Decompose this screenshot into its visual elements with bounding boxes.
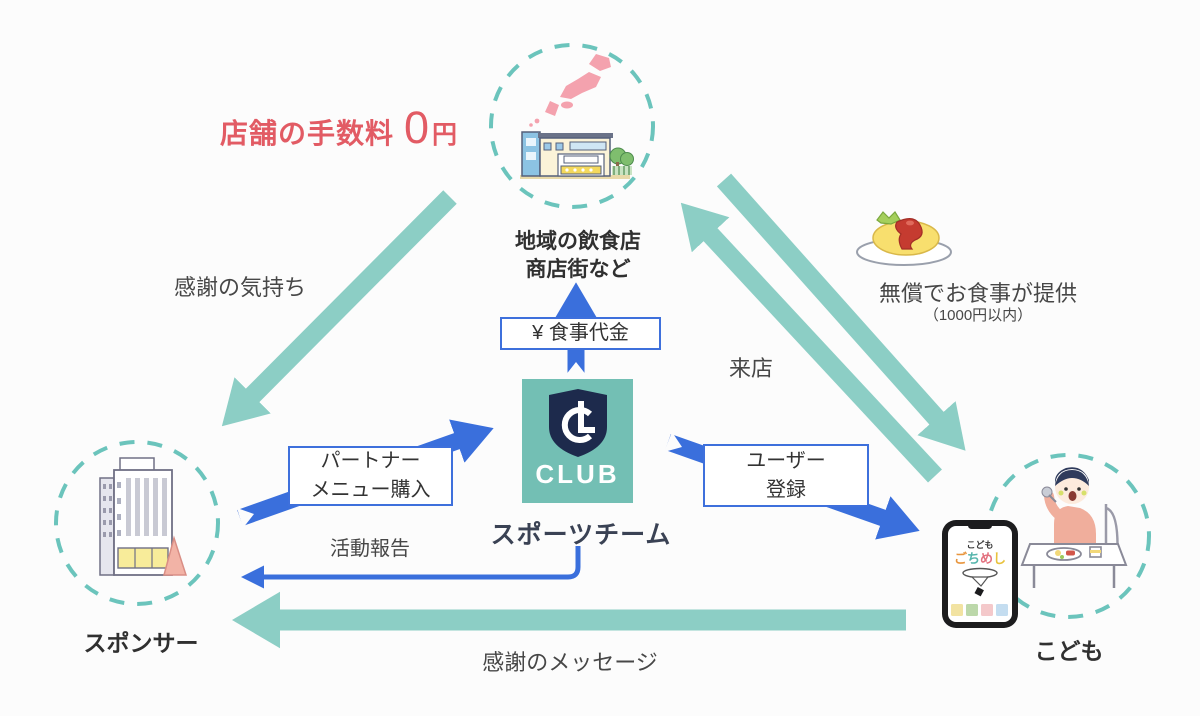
user-arrow-tail-notch [664, 432, 682, 452]
restaurant-circle [489, 43, 655, 209]
user-registration-line1: ユーザー [746, 449, 826, 472]
sponsor-building-icon [99, 457, 188, 576]
gratitude-arrow [221, 190, 457, 427]
free-meal-note: （1000円以内） [923, 307, 1033, 324]
restaurant-label-line1: 地域の飲食店 [515, 230, 641, 253]
sponsor-node-label: スポンサー [83, 630, 199, 656]
user-registration-line2: 登録 [766, 478, 806, 501]
fee-banner-prefix: 店舗の手数料 [220, 118, 395, 149]
fee-banner-amount: 0 [404, 102, 430, 153]
activity-report-label: 活動報告 [330, 538, 410, 560]
thanks-message-label: 感謝のメッセージ [482, 650, 658, 675]
club-wordmark: CLUB [535, 459, 620, 489]
meal-payment-box: ¥ 食事代金 [500, 317, 661, 350]
zero-fee-banner: 店舗の手数料 0 円 [220, 102, 457, 154]
partner-menu-line2: メニュー購入 [310, 479, 431, 501]
sports-team-logo: CLUB [522, 379, 633, 503]
restaurant-building-icon [520, 131, 634, 179]
free-meal-label: 無償でお食事が提供 [878, 281, 1078, 306]
restaurant-label-line2: 商店街など [525, 258, 631, 282]
team-node-label: スポーツチーム [490, 521, 672, 549]
japan-map-icon [529, 54, 611, 127]
partner-arrow-tail-notch [237, 508, 254, 528]
partner-menu-box: パートナー メニュー購入 [288, 446, 453, 506]
visit-label: 来店 [729, 356, 774, 381]
app-phone-icon: こども ごちめし [942, 520, 1018, 628]
omurice-icon [856, 211, 952, 266]
phone-app-line1: こども [966, 539, 993, 550]
free-meal-arrow [716, 173, 966, 451]
visit-arrow [680, 202, 942, 483]
gratitude-label: 感謝の気持ち [174, 275, 307, 300]
club-shield-icon [548, 389, 607, 457]
partner-menu-line1: パートナー [320, 450, 421, 472]
sponsor-circle [54, 440, 220, 606]
child-node-label: こども [1034, 638, 1104, 664]
child-eating-icon [1020, 467, 1128, 588]
user-registration-box: ユーザー 登録 [703, 444, 869, 507]
activity-report-arrow [241, 546, 581, 589]
phone-app-name: ごちめし [954, 551, 1006, 566]
fee-banner-unit: 円 [432, 121, 458, 149]
restaurant-node-label: 地域の飲食店 商店街など [515, 228, 641, 285]
meal-arrow-tail-notch [565, 362, 587, 376]
meal-payment-label: ¥ 食事代金 [532, 322, 629, 344]
